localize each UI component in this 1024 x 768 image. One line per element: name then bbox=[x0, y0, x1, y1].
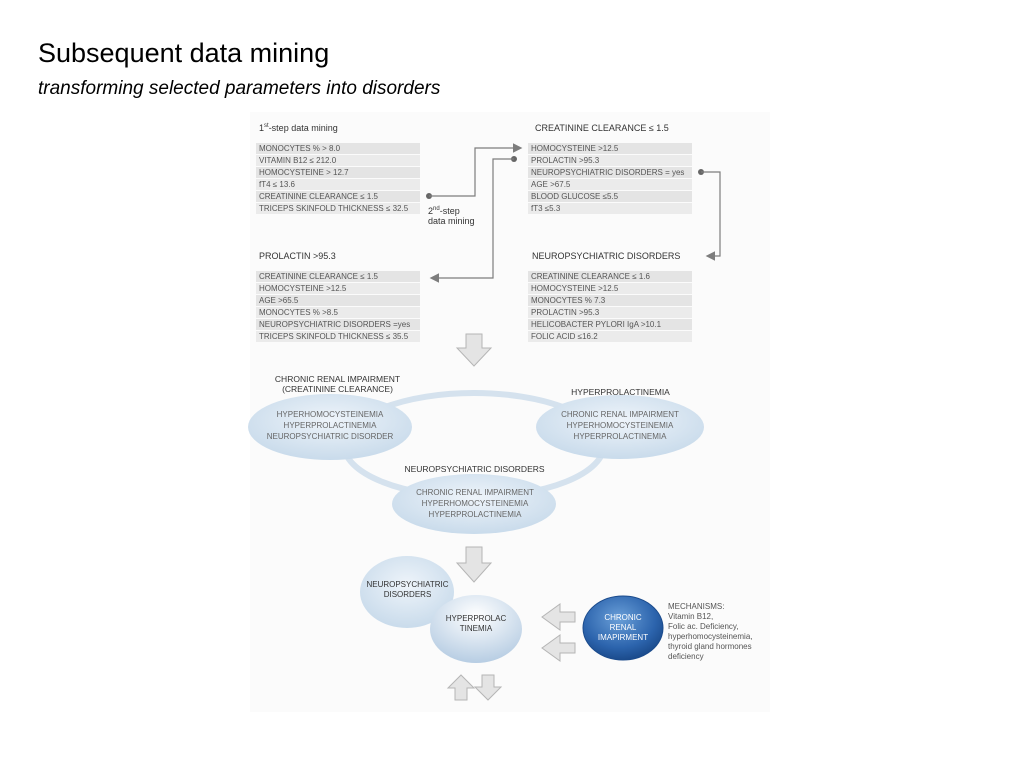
page-subtitle: transforming selected parameters into di… bbox=[38, 78, 441, 99]
list-item: AGE >67.5 bbox=[528, 179, 692, 191]
list-item: HOMOCYSTEINE >12.5 bbox=[528, 283, 692, 295]
page-title: Subsequent data mining bbox=[38, 38, 330, 68]
list-item: HELICOBACTER PYLORI IgA >10.1 bbox=[528, 319, 692, 331]
list-item: CREATININE CLEARANCE ≤ 1.5 bbox=[256, 271, 420, 283]
creatinine-header: CREATININE CLEARANCE ≤ 1.5 bbox=[535, 123, 669, 133]
list-item: MONOCYTES % >8.5 bbox=[256, 307, 420, 319]
step2-label: 2nd-step data mining bbox=[428, 206, 475, 226]
list-item: PROLACTIN >95.3 bbox=[528, 307, 692, 319]
bubble-hyperprolac-label: HYPERPROLAC TINEMIA bbox=[445, 614, 507, 633]
ellipse-bottom-content: CHRONIC RENAL IMPAIRMENT HYPERHOMOCYSTEI… bbox=[416, 488, 534, 519]
bubble-chronic-label: CHRONIC RENAL IMAPIRMENT bbox=[597, 613, 649, 642]
step1-parameter-list: MONOCYTES % > 8.0 VITAMIN B12 ≤ 212.0 HO… bbox=[256, 143, 420, 215]
list-item: AGE >65.5 bbox=[256, 295, 420, 307]
list-item: fT4 ≤ 13.6 bbox=[256, 179, 420, 191]
list-item: MONOCYTES % 7.3 bbox=[528, 295, 692, 307]
list-item: MONOCYTES % > 8.0 bbox=[256, 143, 420, 155]
prolactin-header: PROLACTIN >95.3 bbox=[259, 251, 336, 261]
list-item: CREATININE CLEARANCE ≤ 1.5 bbox=[256, 191, 420, 203]
list-item: TRICEPS SKINFOLD THICKNESS ≤ 35.5 bbox=[256, 331, 420, 343]
list-item: fT3 ≤5.3 bbox=[528, 203, 692, 215]
ellipse-left-content: HYPERHOMOCYSTEINEMIA HYPERPROLACTINEMIA … bbox=[266, 410, 394, 441]
list-item: HOMOCYSTEINE >12.5 bbox=[528, 143, 692, 155]
list-item: BLOOD GLUCOSE ≤5.5 bbox=[528, 191, 692, 203]
list-item: PROLACTIN >95.3 bbox=[528, 155, 692, 167]
list-item: VITAMIN B12 ≤ 212.0 bbox=[256, 155, 420, 167]
mechanisms-text: MECHANISMS: Vitamin B12, Folic ac. Defic… bbox=[668, 602, 753, 661]
list-item: NEUROPSYCHIATRIC DISORDERS = yes bbox=[528, 167, 692, 179]
list-item: TRICEPS SKINFOLD THICKNESS ≤ 32.5 bbox=[256, 203, 420, 215]
ellipse-right-title: HYPERPROLACTINEMIA bbox=[571, 387, 670, 397]
list-item: CREATININE CLEARANCE ≤ 1.6 bbox=[528, 271, 692, 283]
creatinine-parameter-list: HOMOCYSTEINE >12.5 PROLACTIN >95.3 NEURO… bbox=[528, 143, 692, 215]
prolactin-parameter-list: CREATININE CLEARANCE ≤ 1.5 HOMOCYSTEINE … bbox=[256, 271, 420, 343]
neuro-header: NEUROPSYCHIATRIC DISORDERS bbox=[532, 251, 681, 261]
bubble-neuro-label: NEUROPSYCHIATRIC DISORDERS bbox=[366, 580, 449, 599]
list-item: HOMOCYSTEINE > 12.7 bbox=[256, 167, 420, 179]
list-item: FOLIC ACID ≤16.2 bbox=[528, 331, 692, 343]
list-item: HOMOCYSTEINE >12.5 bbox=[256, 283, 420, 295]
ellipse-left-title: CHRONIC RENAL IMPAIRMENT (CREATININE CLE… bbox=[274, 374, 401, 394]
neuro-parameter-list: CREATININE CLEARANCE ≤ 1.6 HOMOCYSTEINE … bbox=[528, 271, 692, 343]
step1-header: 1st-step data mining bbox=[259, 123, 338, 133]
ellipse-right-content: CHRONIC RENAL IMPAIRMENT HYPERHOMOCYSTEI… bbox=[561, 410, 679, 441]
ellipse-bottom-title: NEUROPSYCHIATRIC DISORDERS bbox=[404, 464, 545, 474]
list-item: NEUROPSYCHIATRIC DISORDERS =yes bbox=[256, 319, 420, 331]
